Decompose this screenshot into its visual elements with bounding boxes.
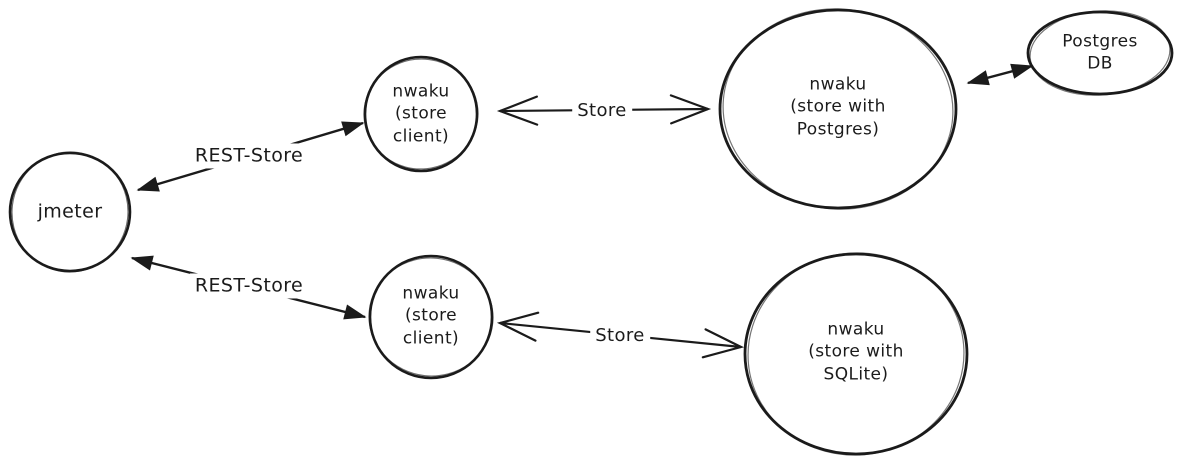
jmeter-node-label: jmeter <box>37 200 103 223</box>
store-top-arrow-label: Store <box>572 99 632 123</box>
store-sqlite-node <box>743 252 969 456</box>
store-client-bottom-node-label: nwaku (store client) <box>402 283 460 349</box>
postgres-db-link-arrow <box>966 63 1034 86</box>
postgres-db-node-label: Postgres DB <box>1062 31 1138 74</box>
store-sqlite-node-label: nwaku (store with SQLite) <box>808 319 904 385</box>
store-client-bottom-node <box>368 254 494 380</box>
rest-store-top-arrow-label: REST-Store <box>189 143 309 169</box>
store-client-top-node-label: nwaku (store client) <box>392 81 450 147</box>
rest-store-bottom-arrow-label: REST-Store <box>189 273 309 299</box>
store-bottom-arrow-label: Store <box>590 324 650 348</box>
store-postgres-node-label: nwaku (store with Postgres) <box>790 74 886 140</box>
jmeter-node <box>8 151 132 273</box>
postgres-db-node <box>1026 10 1174 96</box>
store-postgres-node <box>718 8 958 210</box>
store-client-top-node <box>363 55 479 173</box>
